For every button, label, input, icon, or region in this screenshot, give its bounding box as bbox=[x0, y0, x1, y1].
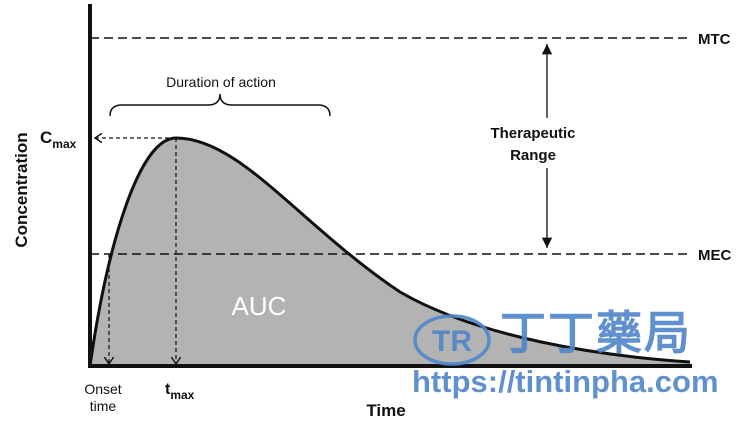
concentration-curve bbox=[88, 136, 691, 367]
mec-label: MEC bbox=[698, 247, 732, 264]
onset-label-2: time bbox=[90, 398, 117, 414]
watermark-url: https://tintinpha.com bbox=[412, 364, 719, 399]
therapeutic-label-1: Therapeutic bbox=[490, 125, 575, 142]
cmax-label: Cmax bbox=[40, 128, 77, 151]
duration-label: Duration of action bbox=[166, 74, 276, 90]
mtc-label: MTC bbox=[698, 31, 731, 48]
auc-area bbox=[90, 138, 690, 366]
x-axis-label: Time bbox=[366, 401, 405, 420]
tmax-label: tmax bbox=[165, 381, 195, 402]
watermark-name: 丁丁藥局 bbox=[500, 306, 692, 360]
duration-brace bbox=[109, 93, 331, 117]
y-axis-label: Concentration bbox=[12, 132, 31, 247]
auc-label: AUC bbox=[232, 291, 287, 321]
watermark-logo: TR bbox=[432, 325, 472, 358]
watermark-logo-oval bbox=[413, 314, 491, 366]
therapeutic-label-2: Range bbox=[510, 147, 556, 164]
onset-label-1: Onset bbox=[84, 381, 121, 397]
